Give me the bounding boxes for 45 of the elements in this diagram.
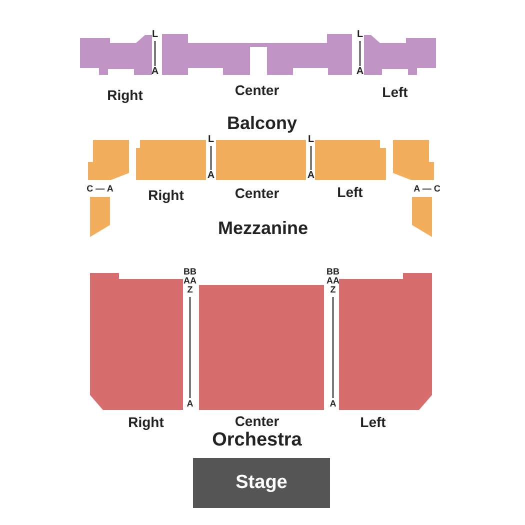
section-label: Right [128,415,164,429]
section-label: Center [234,83,280,97]
section-label: Left [360,415,386,429]
seating-section [88,140,129,180]
level-title: Balcony [226,114,298,132]
stage-box [193,458,330,508]
seating-section [80,35,152,75]
row-label: BB [326,268,340,276]
section-label: Center [234,414,280,428]
level-title: Mezzanine [218,219,308,237]
seating-section [216,140,306,180]
seating-section [162,34,352,75]
row-label: L [152,30,158,40]
seating-section [339,273,432,410]
seating-section [412,197,432,237]
row-label: A [151,67,159,77]
seating-section [136,140,206,180]
row-label: A [307,171,315,181]
seating-section [90,197,110,237]
row-label: L [308,135,314,145]
row-label: A [186,400,194,408]
level-title: Orchestra [212,430,302,450]
section-label: Left [382,85,408,99]
seating-section [315,140,386,180]
row-label: A [356,67,364,77]
section-label: Center [234,186,280,200]
stage-label: Stage [236,472,288,494]
row-label: AA [326,276,340,286]
row-label: BB [184,268,196,276]
section-label: Left [337,185,363,199]
row-label: L [356,30,364,40]
row-label: L [208,135,214,145]
seating-section [90,273,183,410]
section-label: Right [148,188,184,202]
section-label: Right [107,88,143,102]
row-label: AA [184,276,196,286]
seating-section [364,35,436,75]
row-label: C — A [86,184,114,194]
row-label: A [207,171,215,181]
row-label: A [330,400,336,408]
row-label: A — C [414,184,440,194]
row-label: Z [330,286,336,294]
seating-section [393,140,434,180]
row-label: Z [187,286,193,294]
seating-section [199,285,324,410]
